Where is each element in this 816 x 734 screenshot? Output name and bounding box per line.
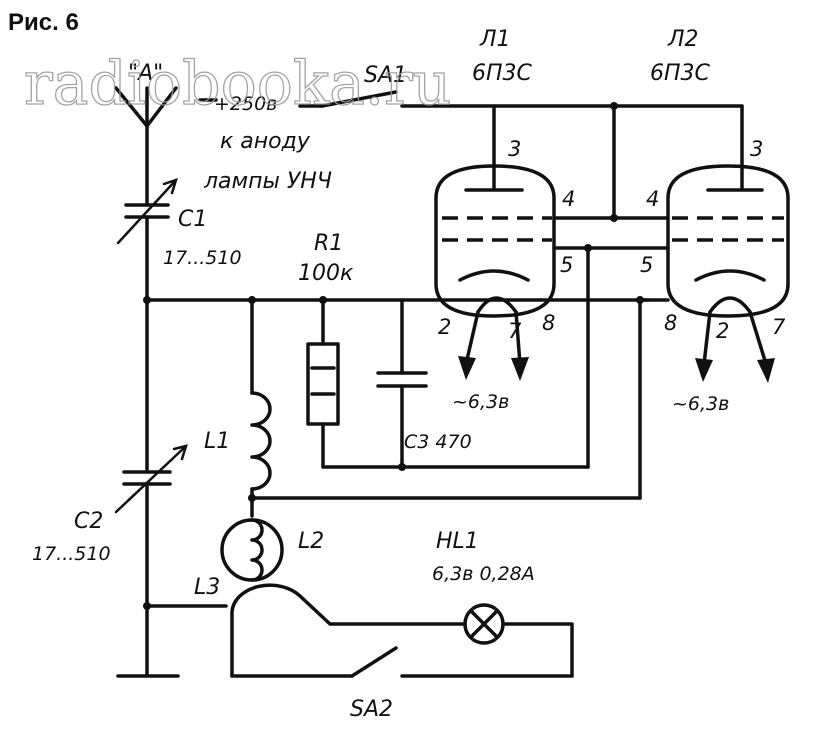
tube-l2-pin4: 4 [646,187,659,211]
sa1-voltage: +250в [214,93,277,115]
tube-l1-pin2: 2 [438,315,451,339]
sa1-note-line2: лампы УНЧ [203,169,332,194]
c1-label: С1 [178,207,207,232]
l2-heater-arrow-a [695,358,713,382]
l3-coupling-loop [230,583,467,678]
c2-value: 17...510 [32,543,111,565]
capacitor-c2 [114,444,188,514]
tube-l2-pin2: 2 [716,319,729,343]
tube-l2-label: Л2 [667,27,699,52]
sa2-label: SA2 [350,697,393,722]
tube-l1-type: 6П3С [472,61,533,86]
hl1-rating: 6,3в 0,28А [432,563,535,585]
hl1-label: HL1 [436,529,479,554]
l3-label: L3 [194,575,220,600]
tube-l2-pin7: 7 [772,315,786,339]
c3-label: С3 470 [404,431,472,453]
tube-l1-pin7: 7 [508,319,522,343]
tube-l2-type: 6П3С [650,61,711,86]
tube-l1-pin8: 8 [542,311,555,335]
l2-heater-arrow-b [757,358,775,383]
switch-sa1 [320,90,398,108]
antenna-label: "A" [128,61,163,86]
l1-label: L1 [204,429,230,454]
watermark: radiobooka.ru [24,49,451,119]
tube-l1-pin5: 5 [560,253,573,277]
tube-l1 [434,104,556,318]
tube-l1-pin3: 3 [508,137,521,161]
tube-l1-heater [476,296,518,314]
l2-heater-supply: ~6,3в [672,393,729,415]
capacitor-c1 [116,178,178,245]
tube-l1-pin4: 4 [562,187,575,211]
tube-l1-anode [464,104,524,192]
figure-title: Рис. 6 [8,9,79,36]
switch-sa2 [350,646,398,678]
c1-value: 17...510 [163,247,242,269]
sa1-label: SA1 [364,63,407,88]
l2-label: L2 [298,529,324,554]
tube-l1-label: Л1 [479,27,511,52]
l1-heater-supply: ~6,3в [452,391,509,413]
tube-l2 [666,104,790,318]
l1-heater-arrow-b [511,357,529,381]
tube-l2-anode [706,104,764,192]
coil-l1 [250,391,272,491]
capacitor-c3 [376,371,428,388]
sa1-note-line1: к аноду [220,129,311,154]
coil-l2 [220,518,284,582]
r1-value: 100к [298,261,354,286]
lamp-wire [501,622,574,678]
l1-heater-arrow-a [458,356,476,380]
tube-l2-pin3: 3 [750,137,763,161]
r1-bottom-wire [321,422,590,469]
tube-l1-cathode [458,269,530,282]
tube-l2-heater [708,296,752,314]
lamp-hl1 [463,603,505,645]
tube-l2-pin5: 5 [640,253,653,277]
r1-label: R1 [314,231,343,256]
tube-l2-pin8: 8 [664,311,677,335]
tube-l2-cathode [694,269,766,282]
resistor-r1 [306,342,340,426]
c2-label: С2 [74,509,103,534]
